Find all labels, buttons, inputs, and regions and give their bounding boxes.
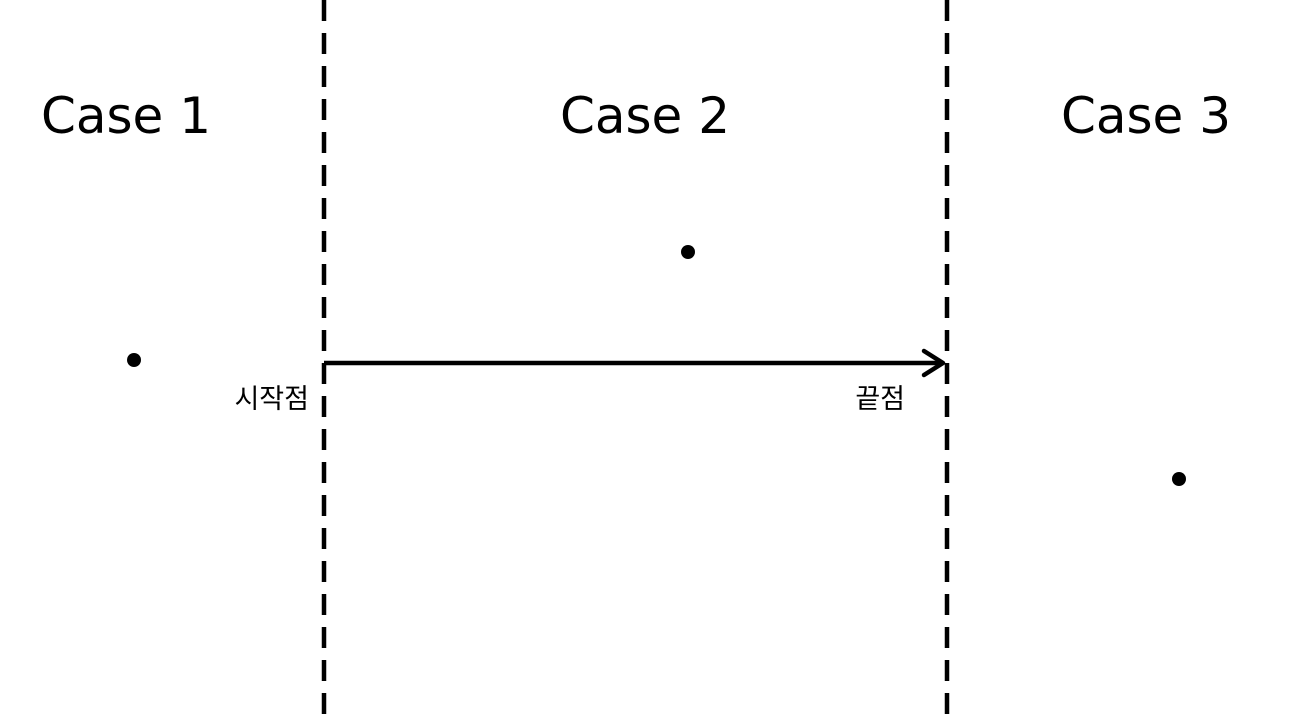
case-2-label: Case 2 — [560, 87, 730, 145]
case-3-label: Case 3 — [1061, 87, 1231, 145]
case-1-label: Case 1 — [41, 87, 211, 145]
end-point-label: 끝점 — [855, 384, 905, 415]
case-1-point — [127, 353, 141, 367]
start-point-label: 시작점 — [234, 384, 309, 415]
arrow-head-icon — [921, 348, 946, 378]
case-3-point — [1172, 472, 1186, 486]
case-2-point — [681, 245, 695, 259]
